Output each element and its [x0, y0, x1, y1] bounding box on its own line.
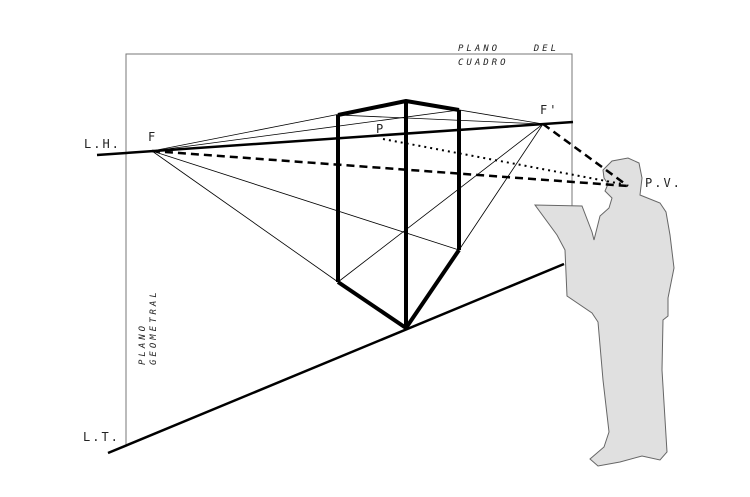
horizon-line	[96, 120, 574, 157]
viewer-silhouette	[533, 157, 675, 467]
construction-line	[458, 123, 544, 251]
label-lt: L.T.	[83, 430, 120, 444]
ray-fprime-to-pv	[542, 122, 629, 188]
label-p: P	[376, 122, 385, 136]
prism-top-edge	[337, 99, 460, 117]
label-f-prime: F'	[540, 103, 558, 117]
construction-line	[151, 150, 339, 283]
ray-p-to-pv	[382, 138, 623, 185]
ground-line	[107, 262, 565, 455]
label-lh: L.H.	[84, 137, 121, 151]
label-cuadro: CUADRO	[458, 58, 509, 68]
label-plano-del: PLANO DEL	[458, 44, 559, 54]
construction-line	[151, 150, 460, 251]
label-f: F	[148, 130, 157, 144]
label-geometral: GEOMETRAL	[149, 289, 159, 365]
construction-lines	[151, 100, 544, 283]
construction-line	[337, 123, 544, 283]
prism	[336, 99, 461, 330]
label-plano: PLANO	[138, 323, 148, 365]
label-pv: P.V.	[645, 176, 682, 190]
construction-line	[337, 114, 544, 125]
ray-f-to-pv	[151, 149, 629, 188]
picture-plane-frame	[125, 53, 573, 446]
